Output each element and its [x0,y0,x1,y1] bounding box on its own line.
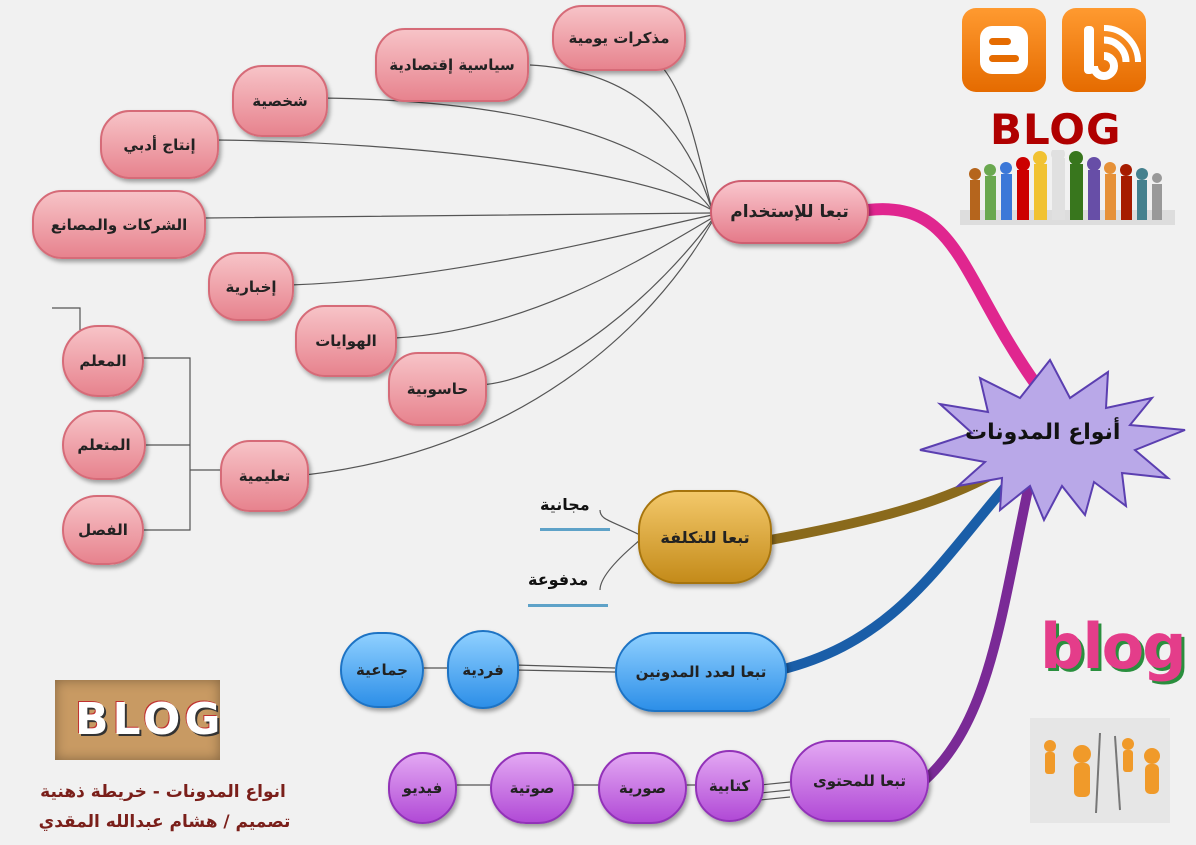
content-child-audio[interactable]: صوتية [490,752,574,824]
blog-heading-text: BLOG [990,105,1122,154]
usage-node[interactable]: تبعا للإستخدام [710,180,869,244]
colorful-blog-text: blog [1040,610,1187,683]
footer-author: تصميم / هشام عبدالله المقدي [38,812,291,832]
center-star-shape [919,358,1186,523]
cost-child-free[interactable]: مجانية [540,495,590,514]
usage-child-diaries[interactable]: مذكرات يومية [552,5,686,71]
cost-child-paid[interactable]: مدفوعة [528,570,589,589]
usage-child-hobbies[interactable]: الهوايات [295,305,397,377]
cork-board-text: BLOG [75,694,225,745]
content-child-image[interactable]: صورية [598,752,687,824]
bloggers-child-group[interactable]: جماعية [340,632,424,708]
usage-child-computing[interactable]: حاسوبية [388,352,487,426]
blogger-logo-icon [962,8,1046,92]
content-branch-link [920,475,1035,785]
content-child-written[interactable]: كتابية [695,750,764,822]
crowd-people-icon [960,150,1175,225]
bloggers-branch-link [775,465,1025,675]
bloggers-child-individual[interactable]: فردية [447,630,519,709]
edu-child-classroom[interactable]: الفصل [62,495,144,565]
cost-paid-underline [528,604,608,607]
usage-child-literary[interactable]: إنتاج أدبي [100,110,219,179]
center-label: أنواع المدونات [965,420,1121,445]
cost-free-underline [540,528,610,531]
usage-child-political[interactable]: سياسية إقتصادية [375,28,529,102]
usage-child-personal[interactable]: شخصية [232,65,328,137]
content-node[interactable]: تبعا للمحتوى [790,740,929,822]
edu-child-learner[interactable]: المتعلم [62,410,146,480]
usage-child-educational[interactable]: تعليمية [220,440,309,512]
bloggers-node[interactable]: تبعا لعدد المدونين [615,632,787,712]
cost-node[interactable]: تبعا للتكلفة [638,490,772,584]
edu-child-teacher[interactable]: المعلم [62,325,144,397]
usage-branch-link [862,203,1046,396]
footer-title: انواع المدونات - خريطة ذهنية [40,782,286,802]
content-child-video[interactable]: فيديو [388,752,457,824]
usage-child-news[interactable]: إخبارية [208,252,294,321]
usage-child-companies[interactable]: الشركات والمصانع [32,190,206,259]
rss-logo-icon [1062,8,1146,92]
cork-board-image: BLOG [55,680,221,760]
figures-illustration-icon [1030,718,1170,823]
